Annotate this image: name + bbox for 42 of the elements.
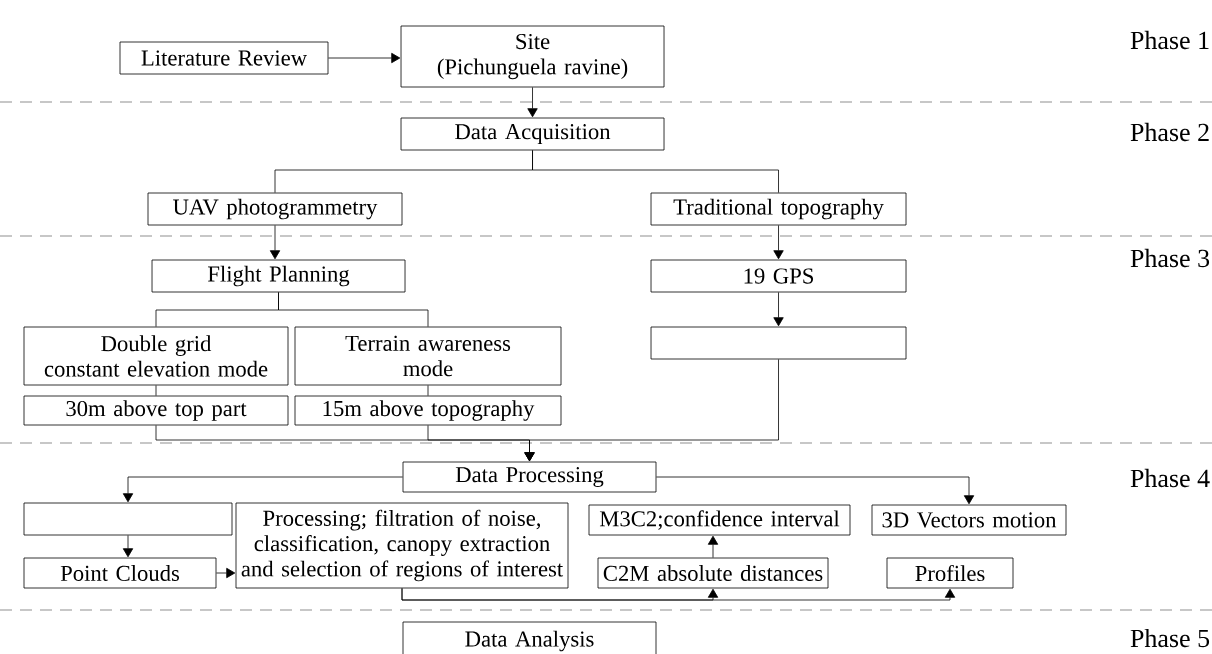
arrow — [773, 292, 784, 327]
process-box: Data Analysis — [402, 621, 657, 654]
process-box: 19 GPS — [650, 259, 907, 293]
arrow — [401, 588, 956, 601]
connector-line — [427, 385, 429, 396]
process-box: Literature Review — [119, 41, 329, 75]
arrow — [328, 52, 401, 64]
process-box: Processing; filtration of noise, classification, canopy extraction and selection of regions of interest — [235, 502, 569, 589]
arrow — [524, 359, 779, 462]
process-box: Data Processing — [402, 461, 657, 493]
arrow — [656, 476, 975, 505]
connector-line — [278, 292, 429, 327]
phase-label: Phase 4 — [1130, 468, 1210, 488]
arrow — [269, 225, 281, 260]
connector-line — [532, 150, 779, 193]
phase-label: Phase 2 — [1130, 122, 1209, 142]
empty-box — [23, 502, 233, 536]
arrow — [527, 87, 538, 118]
process-box: 15m above topography — [294, 395, 562, 426]
process-box: M3C2;confidence interval — [588, 504, 851, 536]
empty-box — [650, 326, 907, 360]
process-box: Site (Pichunguela ravine) — [400, 25, 665, 88]
process-box: Terrain awareness mode — [294, 326, 562, 386]
arrow — [773, 225, 784, 260]
process-box: Profiles — [886, 557, 1014, 589]
connector-line — [155, 385, 157, 396]
process-box: Traditional topography — [650, 192, 907, 226]
process-box: 30m above top part — [23, 395, 289, 426]
process-box: UAV photogrammetry — [147, 192, 403, 226]
process-box: Double grid constant elevation mode — [23, 326, 289, 386]
process-box: 3D Vectors motion — [871, 504, 1067, 536]
phase-label: Phase 3 — [1130, 248, 1210, 268]
process-box: Data Acquisition — [400, 117, 665, 151]
arrow — [122, 476, 403, 503]
process-box: Point Clouds — [23, 557, 217, 589]
arrow — [216, 567, 236, 579]
arrow — [122, 535, 134, 558]
process-box: C2M absolute distances — [597, 557, 829, 589]
phase-label: Phase 1 — [1130, 30, 1209, 50]
process-box: Flight Planning — [151, 259, 406, 293]
arrow — [707, 535, 719, 558]
phase-label: Phase 5 — [1130, 628, 1210, 648]
